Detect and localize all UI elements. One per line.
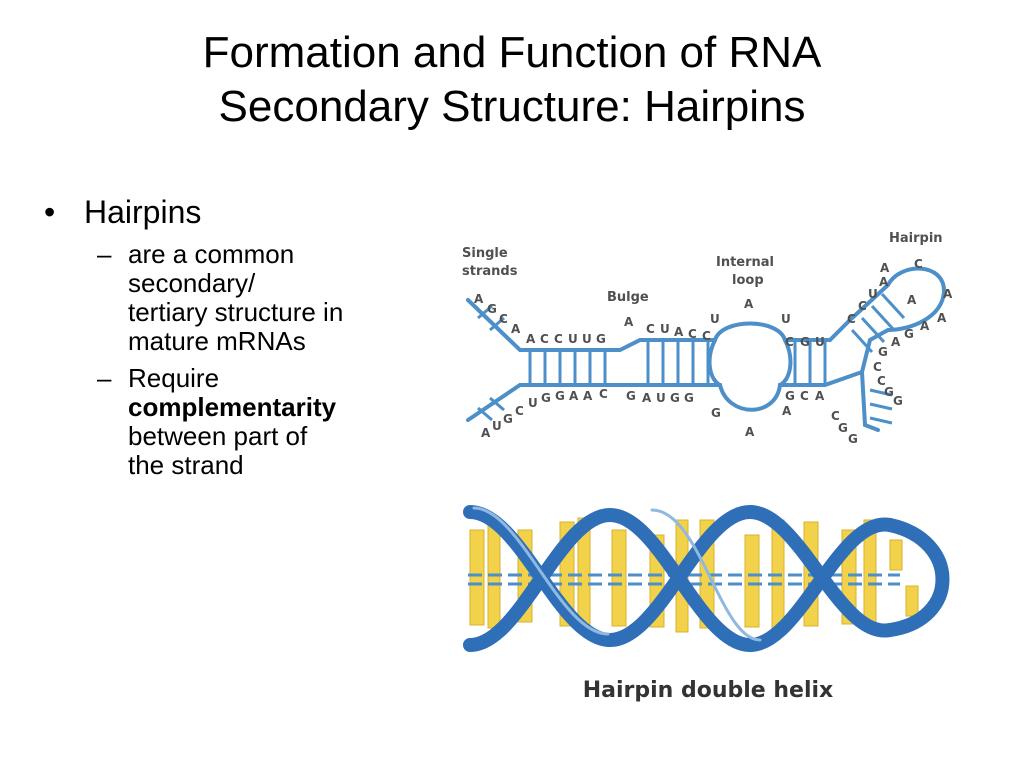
nucleotide-letter: C [702,329,711,343]
sub-bullet-complementarity: – Require complementarity between part o… [40,364,420,480]
nucleotide-letter: A [474,292,484,306]
nucleotide-letter: C [688,327,697,341]
nucleotide-letter: G [503,412,513,426]
nucleotide-letter: C [873,360,882,374]
title-line-1: Formation and Function of RNA [202,28,822,77]
nucleotide-letter: U [568,332,578,346]
rna-backbone [466,266,947,432]
helix-backbones [463,504,950,653]
title-line-2: Secondary Structure: Hairpins [218,82,806,131]
nucleotide-letter: C [858,299,867,313]
nucleotide-letter: C [646,322,655,336]
nucleotide-letter: C [785,335,794,349]
sub-bullet-common-structure: – are a common secondary/ tertiary struc… [40,240,420,356]
nucleotide-letter: C [847,312,856,326]
nucleotide-letter: C [554,332,563,346]
bullet-marker: • [44,194,56,230]
nucleotide-letter: C [877,374,886,388]
nucleotide-letter: U [815,335,825,349]
nucleotide-letter: C [800,389,809,403]
nucleotide-letter: C [914,257,923,271]
nucleotide-letter: A [511,322,521,336]
nucleotide-letter: G [626,389,636,403]
nucleotide-letter: G [684,391,694,405]
nucleotide-letter: A [782,404,792,418]
bullet-hairpins: • Hairpins [40,192,420,232]
hairpin-double-helix-illustration: Hairpin double helix [463,504,950,703]
nucleotide-letter: C [515,404,524,418]
nucleotide-letter: A [937,311,947,325]
hairpin-loop-backbone [860,266,947,374]
nucleotide-letter: U [660,322,670,336]
nucleotide-letter: U [781,312,791,326]
label-internal-loop-2: loop [732,273,764,288]
nucleotide-letter: G [884,385,894,399]
nucleotide-letter: A [569,389,579,403]
nucleotide-letter: U [582,332,592,346]
base-pair-rungs [477,292,906,425]
nucleotide-letter: A [744,297,754,311]
nucleotide-letter: C [540,332,549,346]
nucleotide-letter: A [583,389,593,403]
nucleotide-letter: A [526,332,536,346]
nucleotide-letter: G [904,327,914,341]
nucleotide-letter: G [541,391,551,405]
nucleotide-letter: C [831,409,840,423]
sub-bullet-line: between part of [128,421,308,451]
nucleotide-letter: A [907,293,917,307]
sub-bullet-bold-term: complementarity [128,392,337,422]
nucleotide-letter: A [891,335,901,349]
label-single-strands-2: strands [462,264,518,279]
nucleotide-letter: G [848,432,858,446]
sub-bullet-marker: – [97,239,112,269]
sub-bullet-line: the strand [128,450,244,480]
sub-bullet-line: secondary/ [128,268,256,298]
nucleotide-letter: G [838,421,848,435]
nucleotide-letter: G [800,335,810,349]
slide-title: Formation and Function of RNA Secondary … [60,26,964,134]
nucleotide-letter: G [596,332,606,346]
nucleotide-letter: U [656,391,666,405]
bullet-text: Hairpins [84,194,202,230]
label-internal-loop-1: Internal [716,255,774,270]
label-hairpin: Hairpin [889,231,943,246]
nucleotide-letter: A [624,315,634,329]
nucleotide-letter: A [920,319,930,333]
bullet-list: • Hairpins – are a common secondary/ ter… [40,192,420,480]
nucleotide-letter: U [868,287,878,301]
nucleotide-letter: A [880,261,890,275]
label-bulge: Bulge [607,290,649,305]
nucleotide-letter: U [528,396,538,410]
sub-bullet-marker: – [97,363,112,393]
sub-bullet-line: mature mRNAs [128,326,306,356]
nucleotide-letter: G [670,391,680,405]
nucleotide-letter: G [893,394,903,408]
nucleotide-letter: A [943,287,953,301]
nucleotide-letter: C [499,312,508,326]
sub-bullet-line: tertiary structure in [128,297,344,327]
label-single-strands-1: Single [462,246,508,261]
nucleotide-letter: U [710,312,720,326]
nucleotide-letter: A [879,275,889,289]
nucleotide-letter: A [815,389,825,403]
nucleotide-letter: C [599,387,608,401]
sub-bullet-line: Require [128,363,220,393]
internal-loop-backbone [707,338,793,387]
nucleotide-letter: G [487,302,497,316]
nucleotide-letter: G [711,406,721,420]
nucleotide-letter: U [492,419,502,433]
sequence-letters: A G C A A C C U U G A C U A C C U A C G … [474,257,953,446]
helix-highlights [472,506,762,642]
nucleotide-letter: G [555,389,565,403]
nucleotide-letter: A [674,325,684,339]
nucleotide-letter: A [481,426,491,440]
nucleotide-letter: G [878,345,888,359]
nucleotide-letter: G [785,389,795,403]
helix-caption: Hairpin double helix [583,678,834,703]
nucleotide-letter: A [745,425,755,439]
nucleotide-letter: A [642,391,652,405]
sub-bullet-line: are a common [128,239,295,269]
